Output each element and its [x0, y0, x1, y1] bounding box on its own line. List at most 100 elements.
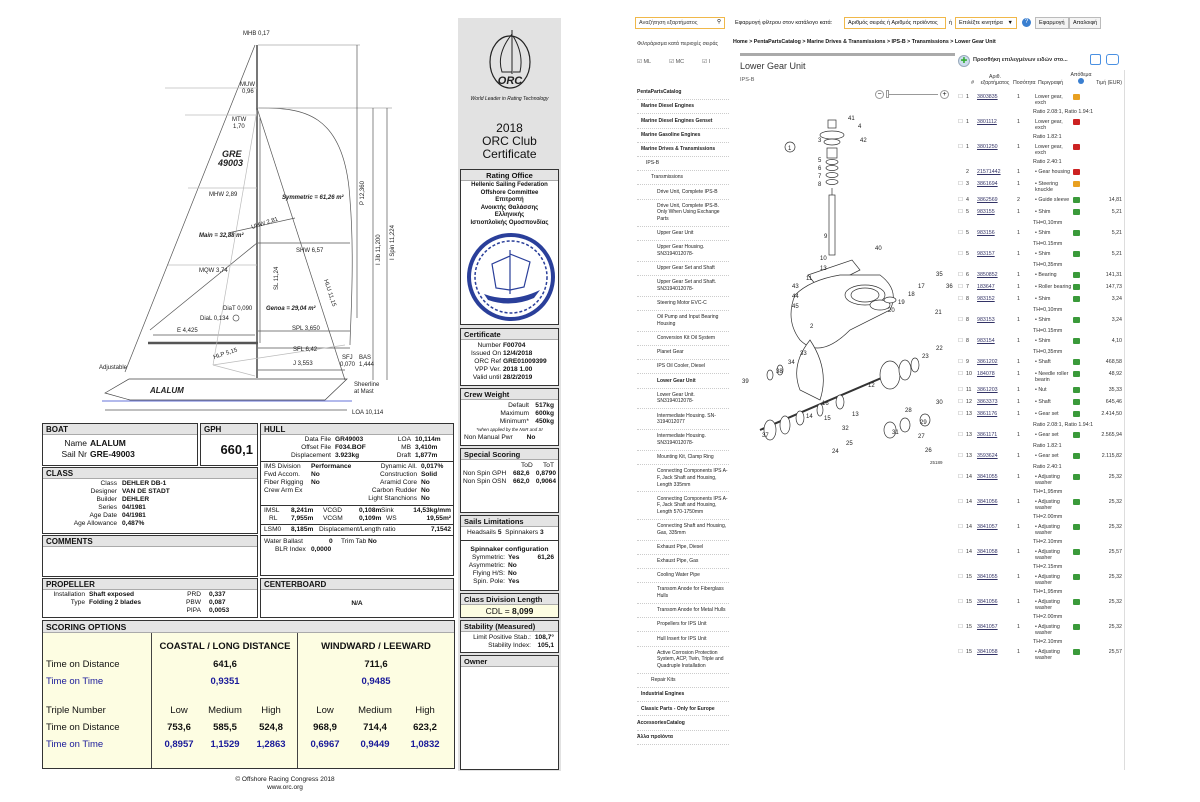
- row-checkbox[interactable]: ☐: [958, 296, 963, 302]
- row-checkbox[interactable]: ☐: [958, 474, 963, 480]
- part-number-link[interactable]: 183647: [977, 284, 995, 290]
- sidebar-item[interactable]: Hull Insert for IPS Unit: [637, 632, 729, 647]
- sidebar-item[interactable]: Conversion Kit Oil System: [637, 332, 729, 346]
- sidebar-item[interactable]: Transom Anode for Metal Hulls: [637, 604, 729, 619]
- clear-button[interactable]: Απαλοιφή: [1069, 17, 1102, 29]
- row-checkbox[interactable]: ☐: [958, 359, 963, 365]
- sidebar-item[interactable]: Lower Gear Unit: [637, 374, 729, 389]
- row-checkbox[interactable]: ☐: [958, 574, 963, 580]
- sidebar-item[interactable]: Upper Gear Unit: [637, 227, 729, 242]
- sidebar-item[interactable]: PentaPartsCatalog: [637, 86, 729, 101]
- diagram-callout[interactable]: 12: [868, 383, 875, 389]
- diagram-callout[interactable]: 27: [918, 434, 925, 440]
- row-checkbox[interactable]: ☐: [958, 453, 963, 459]
- sidebar-item[interactable]: Upper Gear Set and Shaft. SN3194012078-: [637, 276, 729, 297]
- row-checkbox[interactable]: ☐: [958, 230, 963, 236]
- add-to-cart-icon[interactable]: ✚: [958, 55, 970, 67]
- part-number-link[interactable]: 983154: [977, 338, 995, 344]
- add-selected-button[interactable]: Προσθήκη επιλεγμένων ειδών στο...: [973, 57, 1068, 63]
- part-number-link[interactable]: 3841058: [977, 649, 998, 655]
- diagram-callout[interactable]: 44: [792, 294, 799, 300]
- row-checkbox[interactable]: ☐: [958, 144, 963, 150]
- sidebar-item[interactable]: IPS Oil Cooler, Diesel: [637, 360, 729, 375]
- zoom-slider[interactable]: [886, 94, 938, 95]
- part-number-link[interactable]: 3841058: [977, 549, 998, 555]
- part-number-link[interactable]: 983156: [977, 230, 995, 236]
- help-icon[interactable]: ?: [1022, 18, 1031, 27]
- sidebar-item[interactable]: Intermediate Housing. SN3194012078-: [637, 430, 729, 451]
- sidebar-item[interactable]: Cooling Water Pipe: [637, 569, 729, 584]
- sidebar-item[interactable]: Planet Gear: [637, 346, 729, 361]
- diagram-callout[interactable]: 22: [936, 346, 943, 352]
- part-number-link[interactable]: 3841055: [977, 474, 998, 480]
- row-checkbox[interactable]: ☐: [958, 399, 963, 405]
- sidebar-item[interactable]: Oil Pump and Input Bearing Housing: [637, 311, 729, 332]
- diagram-callout[interactable]: 42: [860, 138, 867, 144]
- row-checkbox[interactable]: ☐: [958, 624, 963, 630]
- sidebar-item[interactable]: AccessoriesCatalog: [637, 716, 729, 731]
- row-checkbox[interactable]: ☐: [958, 499, 963, 505]
- row-checkbox[interactable]: ☐: [958, 197, 963, 203]
- breadcrumb[interactable]: Home > PentaPartsCatalog > Marine Drives…: [733, 39, 996, 45]
- diagram-callout[interactable]: 5: [818, 158, 822, 164]
- sidebar-item[interactable]: Upper Gear Set and Shaft: [637, 262, 729, 277]
- column-header[interactable]: Ποσότητα: [1013, 80, 1036, 86]
- row-checkbox[interactable]: ☐: [958, 432, 963, 438]
- sidebar-item[interactable]: Connecting Components IPS A-F, Jack Shaf…: [637, 465, 729, 493]
- part-number-link[interactable]: 983155: [977, 209, 995, 215]
- zoom-out-button[interactable]: −: [875, 90, 884, 99]
- diagram-callout[interactable]: 40: [875, 246, 882, 252]
- diagram-callout[interactable]: 29: [920, 420, 927, 426]
- row-checkbox[interactable]: ☐: [958, 284, 963, 290]
- sidebar-item[interactable]: Marine Gasoline Engines: [637, 129, 729, 143]
- part-number-link[interactable]: 3841057: [977, 524, 998, 530]
- part-number-link[interactable]: 3861694: [977, 181, 998, 187]
- row-checkbox[interactable]: ☐: [958, 524, 963, 530]
- diagram-callout[interactable]: 10: [820, 256, 827, 262]
- diagram-callout[interactable]: 26: [925, 448, 932, 454]
- row-checkbox[interactable]: ☐: [958, 338, 963, 344]
- sidebar-item[interactable]: Steering Motor EVC-C: [637, 297, 729, 311]
- row-checkbox[interactable]: ☐: [958, 251, 963, 257]
- row-checkbox[interactable]: ☐: [958, 649, 963, 655]
- part-number-link[interactable]: 3803835: [977, 94, 998, 100]
- part-number-link[interactable]: 3861176: [977, 411, 998, 417]
- diagram-callout[interactable]: 43: [792, 284, 799, 290]
- part-number-link[interactable]: 21571442: [977, 169, 1001, 175]
- part-number-link[interactable]: 3862569: [977, 197, 998, 203]
- sidebar-item[interactable]: Propellers for IPS Unit: [637, 618, 729, 633]
- sidebar-item[interactable]: Drive Unit, Complete IPS-B: [637, 185, 729, 200]
- diagram-callout[interactable]: 18: [908, 292, 915, 298]
- part-number-link[interactable]: 3841055: [977, 574, 998, 580]
- sidebar-item[interactable]: Connecting Shaft and Housing, Gas, 335mm: [637, 520, 729, 541]
- diagram-callout[interactable]: 4: [858, 124, 862, 130]
- diagram-callout[interactable]: 19: [898, 300, 905, 306]
- sidebar-item[interactable]: Marine Diesel Engines: [637, 100, 729, 115]
- diagram-callout[interactable]: 30: [936, 400, 943, 406]
- row-checkbox[interactable]: ☐: [958, 119, 963, 125]
- diagram-callout[interactable]: 45: [792, 304, 799, 310]
- sidebar-item[interactable]: Άλλα προϊόντα: [637, 731, 729, 745]
- sidebar-item[interactable]: Marine Diesel Engines Genset: [637, 114, 729, 129]
- diagram-callout[interactable]: 31: [892, 430, 899, 436]
- sidebar-item[interactable]: Exhaust Pipe, Diesel: [637, 541, 729, 555]
- diagram-callout[interactable]: 25: [846, 441, 853, 447]
- part-search-input[interactable]: Αναζήτηση εξαρτήματος⚲: [635, 17, 725, 29]
- diagram-callout[interactable]: 33: [800, 351, 807, 357]
- diagram-callout[interactable]: 17: [918, 284, 925, 290]
- diagram-callout[interactable]: 13: [820, 266, 827, 272]
- list-view-icon[interactable]: [1106, 54, 1119, 65]
- sidebar-item[interactable]: Lower Gear Unit. SN3194012078-: [637, 389, 729, 410]
- diagram-callout[interactable]: 24: [832, 449, 839, 455]
- sidebar-item[interactable]: Transom Anode for Fiberglass Hulls: [637, 583, 729, 604]
- apply-button[interactable]: Εφαρμογή: [1035, 17, 1069, 29]
- sidebar-item[interactable]: Upper Gear Housing. SN3194012078-: [637, 241, 729, 262]
- diagram-callout[interactable]: 41: [848, 116, 855, 122]
- row-checkbox[interactable]: ☐: [958, 272, 963, 278]
- part-number-link[interactable]: 3861203: [977, 387, 998, 393]
- part-number-link[interactable]: 3841056: [977, 499, 998, 505]
- diagram-callout[interactable]: 11: [806, 276, 813, 282]
- diagram-callout[interactable]: 35: [936, 272, 943, 278]
- diagram-callout[interactable]: 39: [742, 379, 749, 385]
- sidebar-item[interactable]: Active Corrosion Protection System, ACP,…: [637, 647, 729, 674]
